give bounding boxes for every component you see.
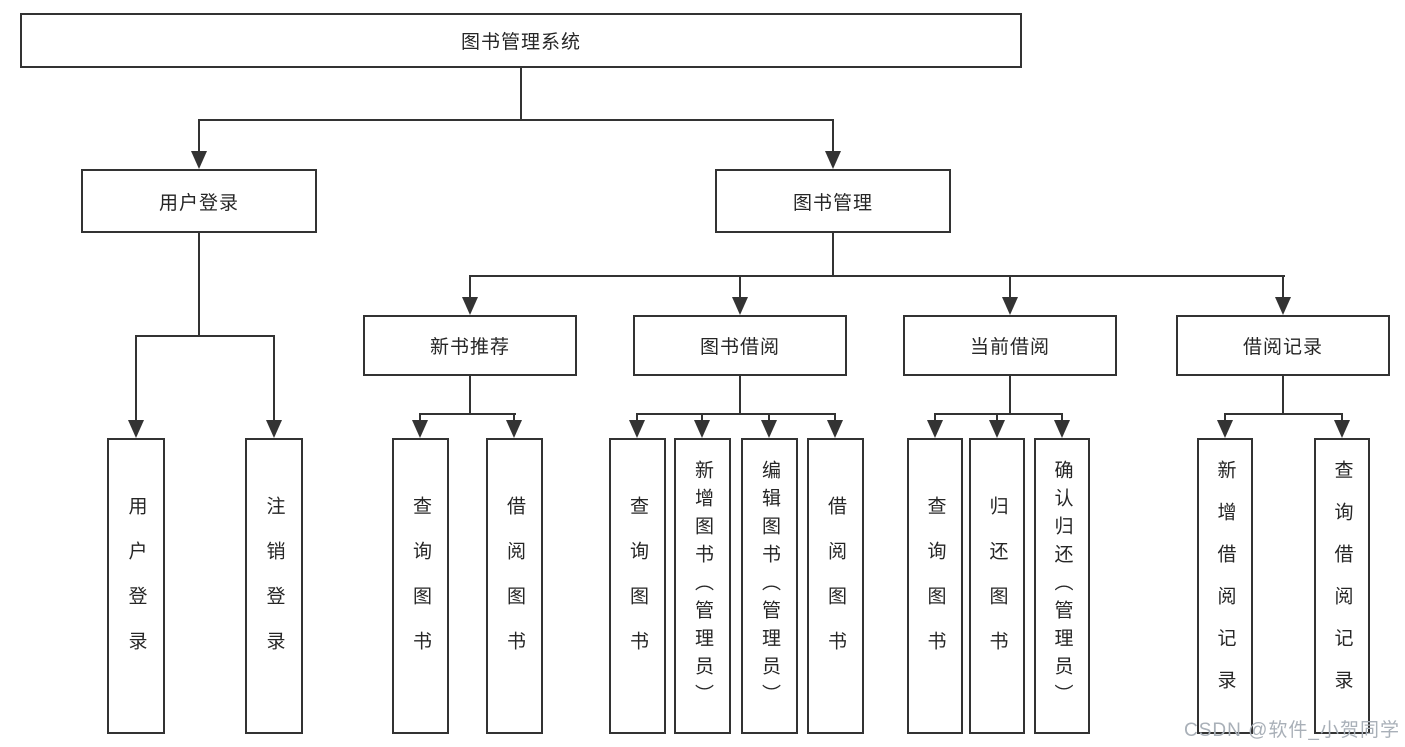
connector-line — [513, 413, 515, 422]
arrowhead-icon — [1334, 420, 1350, 438]
arrowhead-icon — [927, 420, 943, 438]
leaf-user-login-label: 用户登录 — [125, 496, 147, 676]
leaf-query-books-recommend-label: 查询图书 — [410, 496, 431, 676]
connector-line — [1009, 374, 1011, 415]
leaf-borrow-books-borrowing: 借阅图书 — [807, 438, 864, 734]
node-library-management-system: 图书管理系统 — [20, 13, 1022, 68]
arrowhead-icon — [1002, 297, 1018, 315]
leaf-edit-book-admin: 编辑图书（管理员） — [741, 438, 798, 734]
arrowhead-icon — [1275, 297, 1291, 315]
connector-line — [469, 275, 471, 299]
node-book-borrowing: 图书借阅 — [633, 315, 847, 376]
connector-line — [834, 413, 836, 422]
leaf-return-books-label: 归还图书 — [986, 496, 1008, 676]
leaf-logout-label: 注销登录 — [263, 496, 285, 676]
arrowhead-icon — [825, 151, 841, 169]
connector-line — [739, 374, 741, 415]
connector-line — [419, 413, 421, 422]
connector-line — [934, 413, 1063, 415]
connector-line — [419, 413, 516, 415]
connector-line — [198, 119, 834, 121]
arrowhead-icon — [694, 420, 710, 438]
arrowhead-icon — [191, 151, 207, 169]
leaf-confirm-return-admin: 确认归还（管理员） — [1034, 438, 1090, 734]
leaf-borrow-books-borrowing-label: 借阅图书 — [825, 496, 846, 676]
leaf-add-book-admin-label: 新增图书（管理员） — [692, 460, 713, 712]
node-user-login: 用户登录 — [81, 169, 317, 233]
leaf-add-borrow-record: 新增借阅记录 — [1197, 438, 1253, 734]
arrowhead-icon — [761, 420, 777, 438]
connector-line — [1224, 413, 1343, 415]
leaf-confirm-return-admin-label: 确认归还（管理员） — [1051, 460, 1073, 712]
connector-line — [768, 413, 770, 422]
connector-line — [832, 231, 834, 277]
connector-line — [934, 413, 936, 422]
connector-line — [520, 66, 522, 121]
connector-line — [1282, 275, 1284, 299]
leaf-query-borrow-record-label: 查询借阅记录 — [1331, 460, 1353, 712]
leaf-query-books-current: 查询图书 — [907, 438, 963, 734]
connector-line — [135, 335, 137, 422]
arrowhead-icon — [827, 420, 843, 438]
connector-line — [1282, 374, 1284, 415]
leaf-borrow-books-recommend: 借阅图书 — [486, 438, 543, 734]
csdn-watermark: CSDN @软件_小贺同学 — [1184, 720, 1400, 741]
arrowhead-icon — [1217, 420, 1233, 438]
leaf-add-book-admin: 新增图书（管理员） — [674, 438, 731, 734]
connector-line — [198, 119, 200, 153]
connector-line — [636, 413, 638, 422]
node-book-management: 图书管理 — [715, 169, 951, 233]
connector-line — [1224, 413, 1226, 422]
node-new-book-recommendation: 新书推荐 — [363, 315, 577, 376]
leaf-return-books: 归还图书 — [969, 438, 1025, 734]
leaf-borrow-books-recommend-label: 借阅图书 — [504, 496, 525, 676]
leaf-query-books-current-label: 查询图书 — [924, 496, 946, 676]
leaf-query-books-recommend: 查询图书 — [392, 438, 449, 734]
arrowhead-icon — [128, 420, 144, 438]
connector-line — [1341, 413, 1343, 422]
leaf-user-login: 用户登录 — [107, 438, 165, 734]
arrowhead-icon — [989, 420, 1005, 438]
connector-line — [996, 413, 998, 422]
arrowhead-icon — [266, 420, 282, 438]
leaf-edit-book-admin-label: 编辑图书（管理员） — [759, 460, 780, 712]
connector-line — [701, 413, 703, 422]
leaf-query-books-borrowing-label: 查询图书 — [627, 496, 648, 676]
connector-line — [273, 335, 275, 422]
arrowhead-icon — [462, 297, 478, 315]
connector-line — [636, 413, 836, 415]
leaf-add-borrow-record-label: 新增借阅记录 — [1214, 460, 1236, 712]
connector-line — [1061, 413, 1063, 422]
leaf-logout: 注销登录 — [245, 438, 303, 734]
connector-line — [1009, 275, 1011, 299]
connector-line — [739, 275, 741, 299]
connector-line — [469, 374, 471, 415]
arrowhead-icon — [506, 420, 522, 438]
leaf-query-books-borrowing: 查询图书 — [609, 438, 666, 734]
arrowhead-icon — [412, 420, 428, 438]
connector-line — [198, 231, 200, 337]
arrowhead-icon — [629, 420, 645, 438]
leaf-query-borrow-record: 查询借阅记录 — [1314, 438, 1370, 734]
node-borrowing-records: 借阅记录 — [1176, 315, 1390, 376]
node-current-borrowing: 当前借阅 — [903, 315, 1117, 376]
arrowhead-icon — [732, 297, 748, 315]
connector-line — [469, 275, 1285, 277]
connector-line — [135, 335, 275, 337]
arrowhead-icon — [1054, 420, 1070, 438]
connector-line — [832, 119, 834, 153]
